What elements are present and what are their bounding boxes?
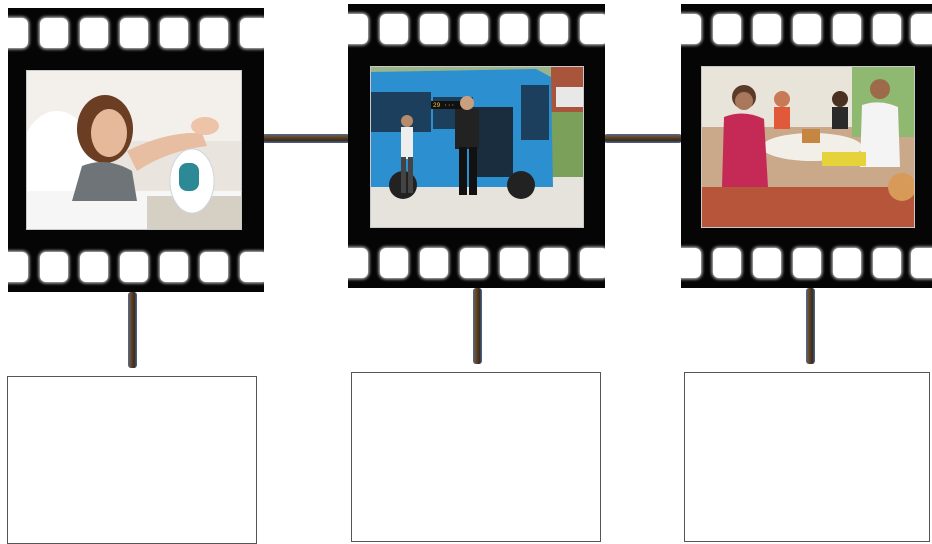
caption-box-3[interactable] xyxy=(684,372,930,542)
film-frame-2: 29 ··· xyxy=(348,4,605,288)
film-frame-1 xyxy=(8,8,264,292)
svg-text:29 ···: 29 ··· xyxy=(433,102,455,109)
connector-frame3-box3 xyxy=(806,288,815,364)
sprocket-row-bottom xyxy=(8,248,264,286)
film-frame-3 xyxy=(681,4,932,288)
caption-box-2[interactable] xyxy=(351,372,601,542)
photo-family-eating xyxy=(701,66,915,228)
caption-box-1[interactable] xyxy=(7,376,257,544)
sprocket-row-bottom xyxy=(681,244,932,282)
connector-frame2-box2 xyxy=(473,288,482,364)
connector-frame1-box1 xyxy=(128,292,137,368)
photo-man-boarding-bus: 29 ··· xyxy=(370,66,584,228)
sprocket-row-top xyxy=(8,14,264,52)
connector-1-2 xyxy=(262,134,350,143)
connector-2-3 xyxy=(604,134,682,143)
sprocket-row-top xyxy=(681,10,932,48)
photo-woman-alarm-clock xyxy=(26,70,242,230)
sprocket-row-bottom xyxy=(348,244,605,282)
sprocket-row-top xyxy=(348,10,605,48)
